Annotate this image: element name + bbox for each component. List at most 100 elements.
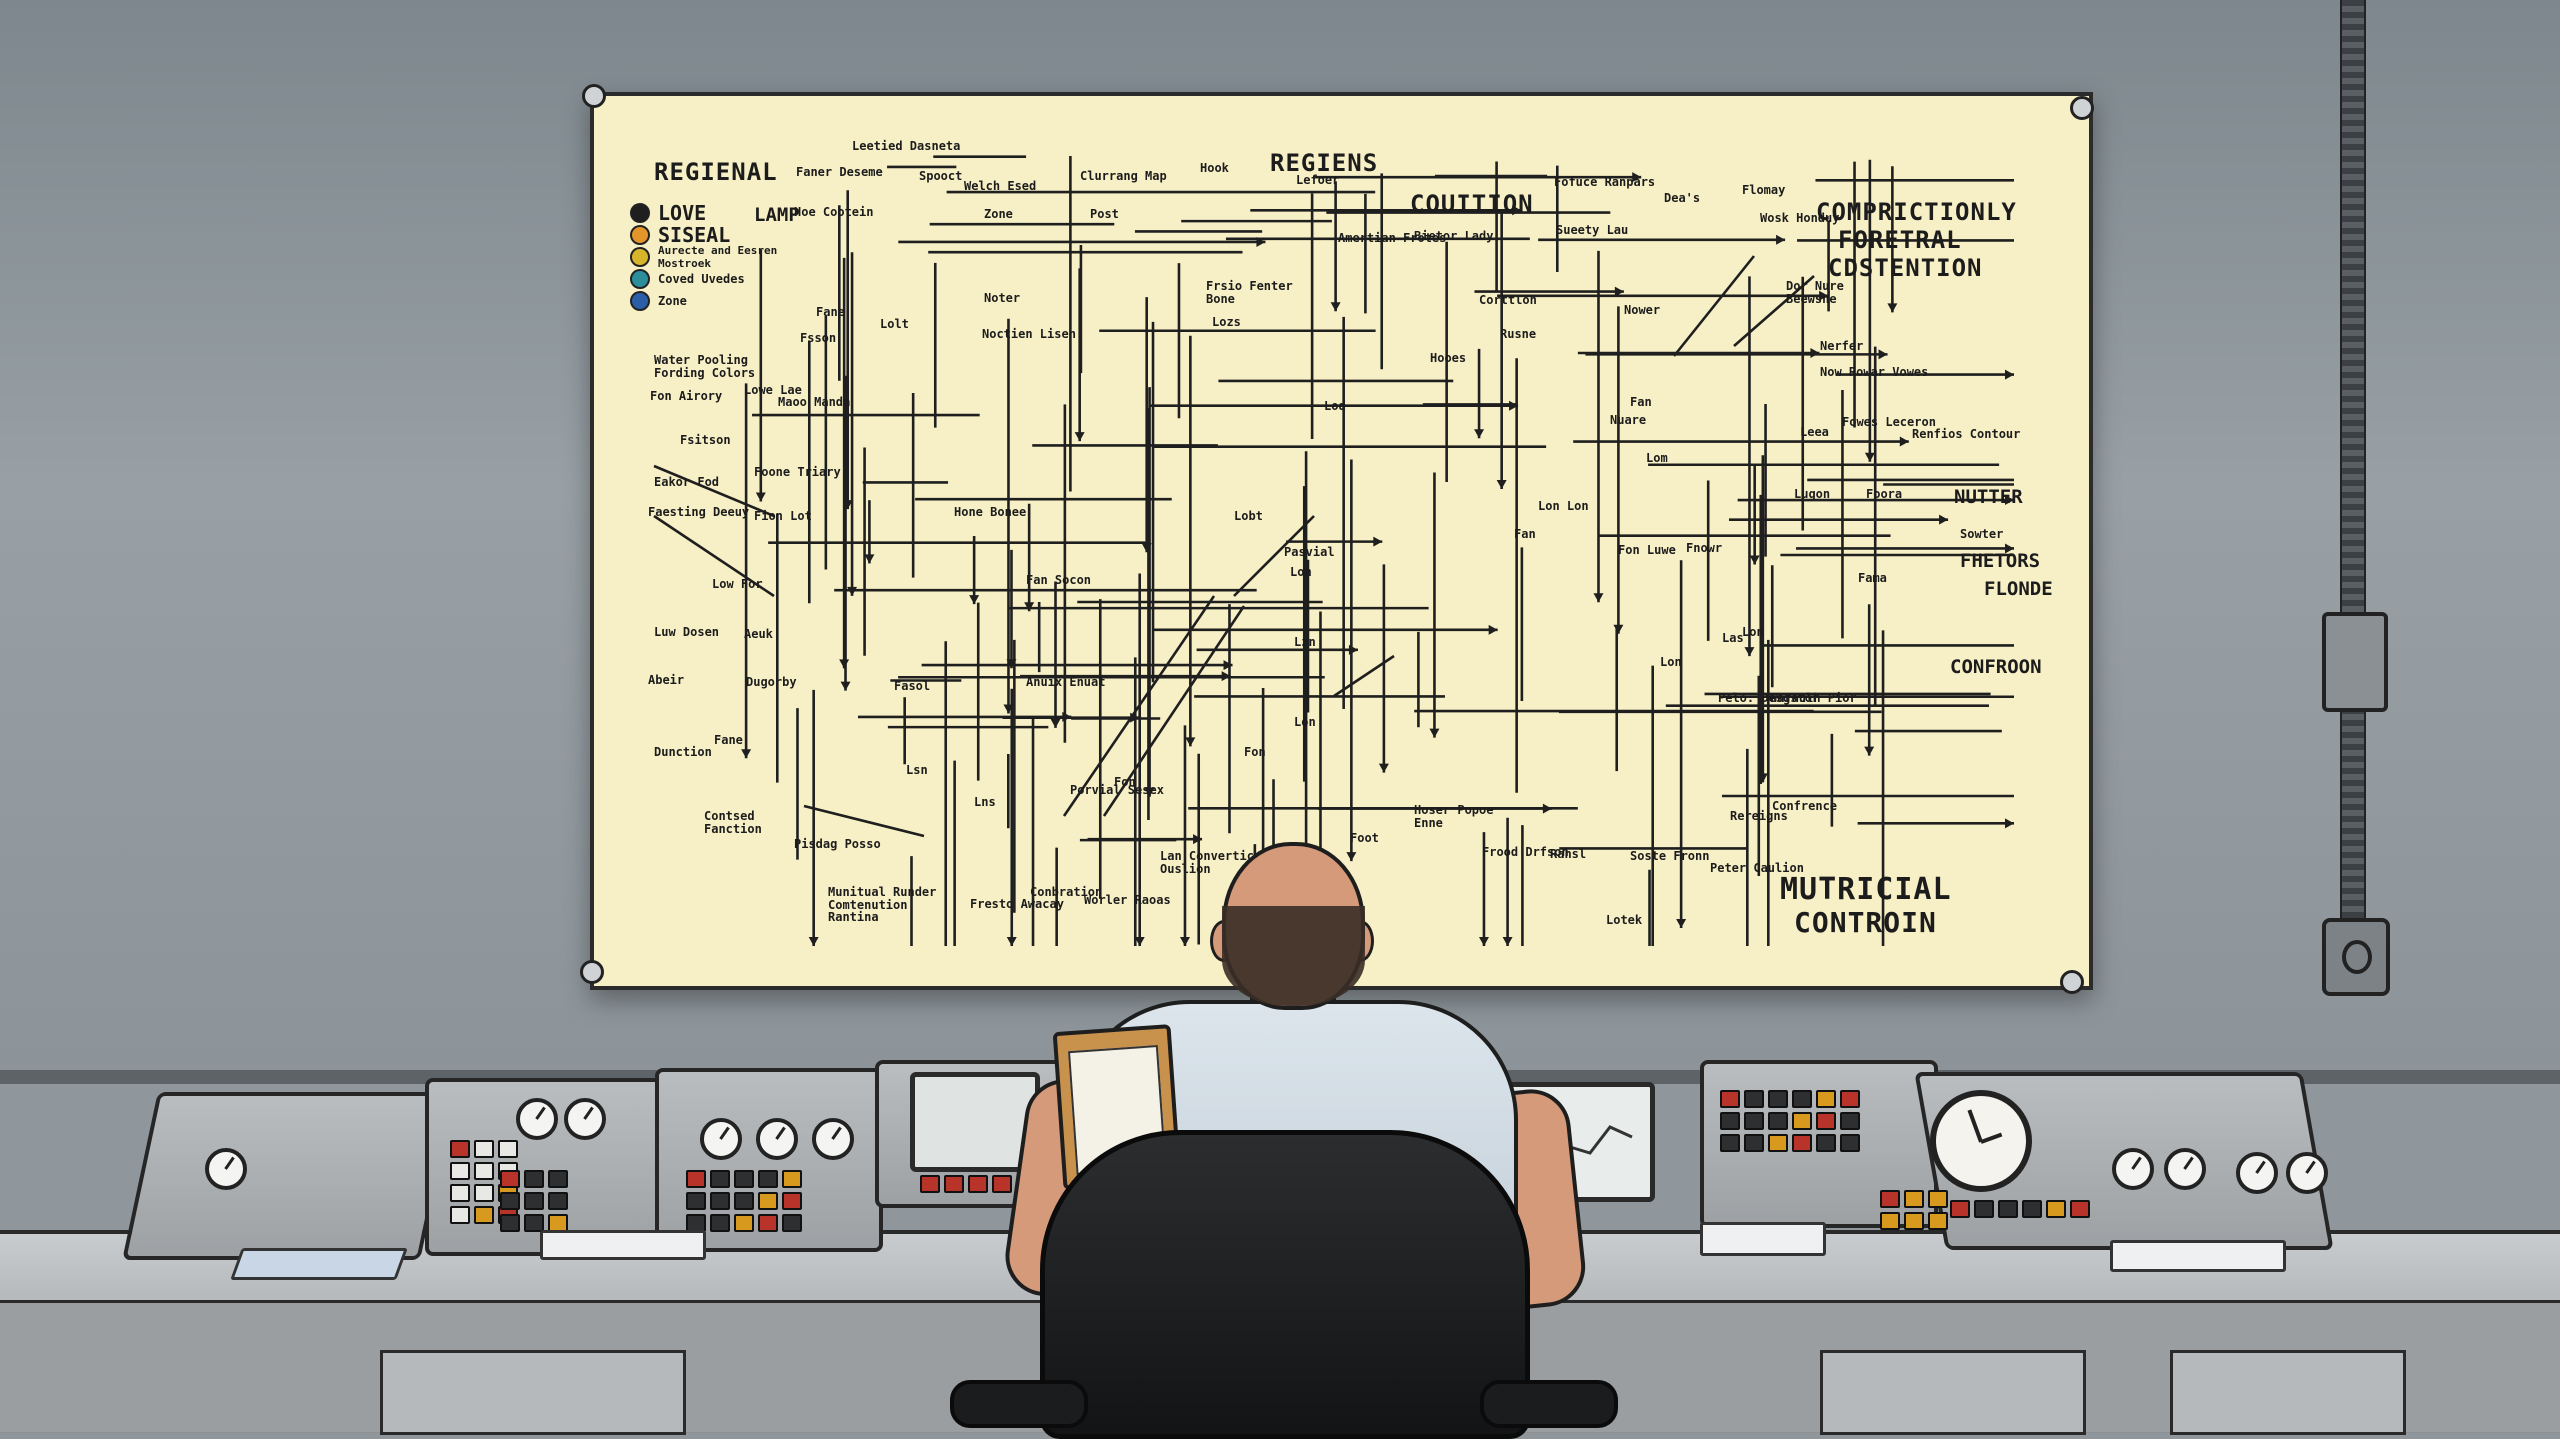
poster-heading-nutter: NUTTER bbox=[1954, 486, 2023, 508]
control-key[interactable] bbox=[1840, 1090, 1860, 1108]
map-label: Lns bbox=[974, 795, 996, 809]
control-key[interactable] bbox=[500, 1192, 520, 1210]
control-key[interactable] bbox=[1720, 1134, 1740, 1152]
control-key[interactable] bbox=[450, 1140, 470, 1158]
control-key[interactable] bbox=[1792, 1134, 1812, 1152]
map-label: Lom bbox=[1646, 451, 1668, 465]
poster-heading-mutricial-1: MUTRICIAL bbox=[1780, 872, 1952, 907]
control-key[interactable] bbox=[1720, 1090, 1740, 1108]
control-key[interactable] bbox=[734, 1192, 754, 1210]
control-key[interactable] bbox=[1768, 1112, 1788, 1130]
control-key[interactable] bbox=[782, 1170, 802, 1188]
map-label: Foot bbox=[1350, 831, 1379, 845]
control-key[interactable] bbox=[1998, 1200, 2018, 1218]
poster-heading-compriction-2: FORETRAL bbox=[1838, 226, 1962, 254]
control-key[interactable] bbox=[944, 1175, 964, 1193]
control-key[interactable] bbox=[782, 1192, 802, 1210]
gauge-icon bbox=[756, 1118, 798, 1160]
control-key[interactable] bbox=[1816, 1134, 1836, 1152]
map-label: Foora bbox=[1866, 487, 1903, 501]
legend-item: Aurecte and Eesren Mostroek bbox=[630, 244, 808, 270]
control-key[interactable] bbox=[1792, 1090, 1812, 1108]
control-key[interactable] bbox=[782, 1214, 802, 1232]
map-label: Hooes bbox=[1430, 351, 1467, 365]
network-arrow bbox=[1810, 347, 1820, 358]
poster-heading-flonde: FLONDE bbox=[1984, 578, 2053, 600]
control-key[interactable] bbox=[968, 1175, 988, 1193]
control-key[interactable] bbox=[920, 1175, 940, 1193]
map-label: Pasvial bbox=[1284, 545, 1335, 559]
control-key[interactable] bbox=[686, 1170, 706, 1188]
map-label: Renfios Contour bbox=[1912, 427, 2021, 441]
control-key[interactable] bbox=[1744, 1090, 1764, 1108]
map-label: Fowes Leceron bbox=[1842, 415, 1936, 429]
control-key[interactable] bbox=[548, 1192, 568, 1210]
control-key[interactable] bbox=[450, 1206, 470, 1224]
control-key[interactable] bbox=[1950, 1200, 1970, 1218]
control-key[interactable] bbox=[524, 1170, 544, 1188]
network-arrow bbox=[755, 492, 766, 502]
control-key[interactable] bbox=[500, 1214, 520, 1232]
control-key[interactable] bbox=[758, 1214, 778, 1232]
control-key[interactable] bbox=[758, 1170, 778, 1188]
control-key[interactable] bbox=[1768, 1134, 1788, 1152]
control-key[interactable] bbox=[710, 1192, 730, 1210]
map-label: Sowter bbox=[1960, 527, 2004, 541]
map-label: Lobt bbox=[1234, 509, 1263, 523]
control-key[interactable] bbox=[734, 1170, 754, 1188]
map-label: Lon bbox=[1290, 565, 1312, 579]
control-key[interactable] bbox=[992, 1175, 1012, 1193]
desk-drawer bbox=[2170, 1350, 2406, 1435]
control-key[interactable] bbox=[1904, 1212, 1924, 1230]
map-label: Rereigns bbox=[1730, 809, 1788, 823]
control-key[interactable] bbox=[1928, 1212, 1948, 1230]
control-key[interactable] bbox=[1840, 1134, 1860, 1152]
control-key[interactable] bbox=[548, 1170, 568, 1188]
control-key[interactable] bbox=[758, 1192, 778, 1210]
control-key[interactable] bbox=[734, 1214, 754, 1232]
network-arrow bbox=[1378, 763, 1389, 773]
legend-item: LOVE bbox=[630, 201, 808, 225]
control-key[interactable] bbox=[524, 1192, 544, 1210]
map-label: Dugorby bbox=[746, 675, 797, 689]
network-arrow bbox=[840, 681, 851, 691]
control-key[interactable] bbox=[474, 1184, 494, 1202]
control-key[interactable] bbox=[1768, 1090, 1788, 1108]
map-label: Lan Convertical Ouslion bbox=[1160, 849, 1269, 876]
control-key[interactable] bbox=[500, 1170, 520, 1188]
control-key[interactable] bbox=[2046, 1200, 2066, 1218]
control-key[interactable] bbox=[686, 1192, 706, 1210]
map-label: Fama bbox=[1858, 571, 1887, 585]
poster-pin bbox=[2070, 96, 2094, 120]
control-key[interactable] bbox=[710, 1214, 730, 1232]
map-label: Clurrang Map bbox=[1080, 169, 1167, 183]
control-key[interactable] bbox=[1928, 1190, 1948, 1208]
control-key[interactable] bbox=[1974, 1200, 1994, 1218]
control-key[interactable] bbox=[450, 1184, 470, 1202]
map-label: Lzn bbox=[1294, 635, 1316, 649]
control-key[interactable] bbox=[1744, 1134, 1764, 1152]
legend-label: Aurecte and Eesren Mostroek bbox=[658, 244, 778, 270]
control-key[interactable] bbox=[1744, 1112, 1764, 1130]
control-key[interactable] bbox=[1880, 1190, 1900, 1208]
control-key[interactable] bbox=[1880, 1212, 1900, 1230]
control-key[interactable] bbox=[474, 1140, 494, 1158]
control-key[interactable] bbox=[1840, 1112, 1860, 1130]
control-key[interactable] bbox=[1720, 1112, 1740, 1130]
control-key[interactable] bbox=[450, 1162, 470, 1180]
control-key[interactable] bbox=[474, 1206, 494, 1224]
control-key[interactable] bbox=[1816, 1112, 1836, 1130]
control-key[interactable] bbox=[524, 1214, 544, 1232]
control-key[interactable] bbox=[2022, 1200, 2042, 1218]
control-key[interactable] bbox=[710, 1170, 730, 1188]
control-key[interactable] bbox=[474, 1162, 494, 1180]
control-key[interactable] bbox=[2070, 1200, 2090, 1218]
control-key[interactable] bbox=[1904, 1190, 1924, 1208]
network-line bbox=[1233, 515, 1315, 597]
control-key[interactable] bbox=[498, 1140, 518, 1158]
control-key[interactable] bbox=[1816, 1090, 1836, 1108]
document-on-desk bbox=[2110, 1240, 2286, 1272]
network-arrow bbox=[1474, 429, 1485, 439]
control-key[interactable] bbox=[1792, 1112, 1812, 1130]
poster-heading-confroon: CONFROON bbox=[1950, 656, 2042, 678]
